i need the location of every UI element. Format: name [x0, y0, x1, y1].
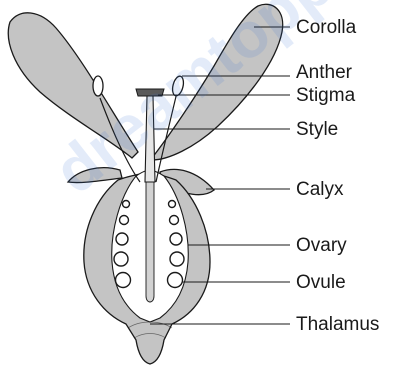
placenta [146, 180, 154, 302]
ovule [116, 233, 128, 245]
label-ovule: Ovule [296, 273, 346, 292]
label-stigma: Stigma [296, 86, 355, 105]
ovule [170, 252, 184, 266]
label-thalamus: Thalamus [296, 315, 379, 334]
ovule [123, 201, 130, 208]
label-calyx: Calyx [296, 180, 344, 199]
ovule [116, 273, 131, 288]
left-sepal [68, 168, 122, 183]
label-corolla: Corolla [296, 18, 356, 37]
label-ovary: Ovary [296, 236, 347, 255]
label-anther: Anther [296, 63, 352, 82]
anther [171, 75, 186, 97]
ovule [168, 273, 183, 288]
ovule [169, 201, 176, 208]
ovule [170, 216, 179, 225]
left-anther [93, 76, 103, 96]
left-petal [8, 13, 138, 158]
right-petal [152, 4, 283, 160]
style [145, 96, 155, 182]
ovule [170, 233, 182, 245]
ovule [114, 252, 128, 266]
label-style: Style [296, 120, 338, 139]
ovule [120, 216, 129, 225]
